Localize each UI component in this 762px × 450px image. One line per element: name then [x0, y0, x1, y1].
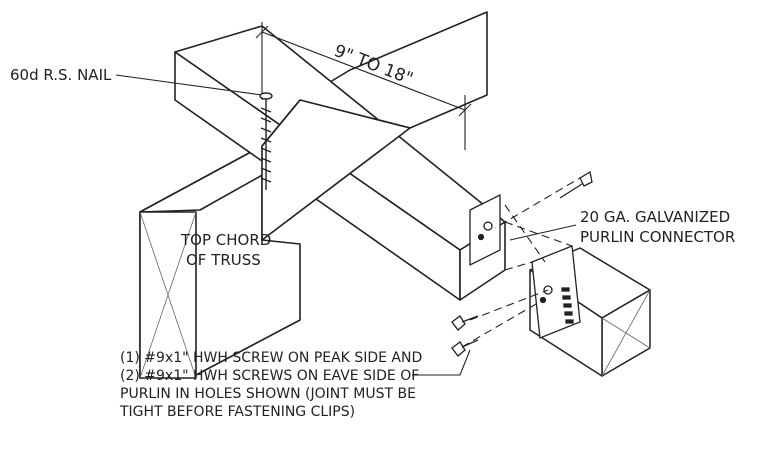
- chord-end-grain: [139, 211, 197, 379]
- screw-icon-lower-2: [451, 339, 479, 357]
- chord-label-line1: TOP CHORD: [180, 231, 271, 249]
- screw-note-line1: (1) #9x1" HWH SCREW ON PEAK SIDE AND: [120, 350, 422, 366]
- screw-icon-top: [559, 170, 593, 199]
- connector-leader: [509, 224, 577, 241]
- exploded-connector-clip: [531, 245, 581, 339]
- nail-icon: [259, 92, 273, 190]
- connector-label-line1: 20 GA. GALVANIZED: [580, 208, 730, 226]
- screw-note-leader: [412, 349, 471, 376]
- dimension-annotation: [255, 22, 472, 150]
- connector-label-line2: PURLIN CONNECTOR: [580, 228, 735, 246]
- screw-note-line2: (2) #9x1" HWH SCREWS ON EAVE SIDE OF: [120, 368, 419, 384]
- dimension-line: [261, 31, 466, 111]
- exploded-end-grain: [601, 289, 651, 377]
- screw-note-line4: TIGHT BEFORE FASTENING CLIPS): [119, 404, 355, 420]
- chord-visible-segment: [261, 99, 412, 242]
- nail-label: 60d R.S. NAIL: [10, 66, 112, 84]
- purlin-connector-installed: [469, 193, 501, 267]
- alignment-dashed-lines: [461, 174, 586, 348]
- screw-note-line3: PURLIN IN HOLES SHOWN (JOINT MUST BE: [120, 386, 416, 402]
- screw-icon-lower-1: [451, 315, 479, 331]
- chord-label-line2: OF TRUSS: [186, 251, 261, 269]
- nail-leader: [115, 74, 263, 96]
